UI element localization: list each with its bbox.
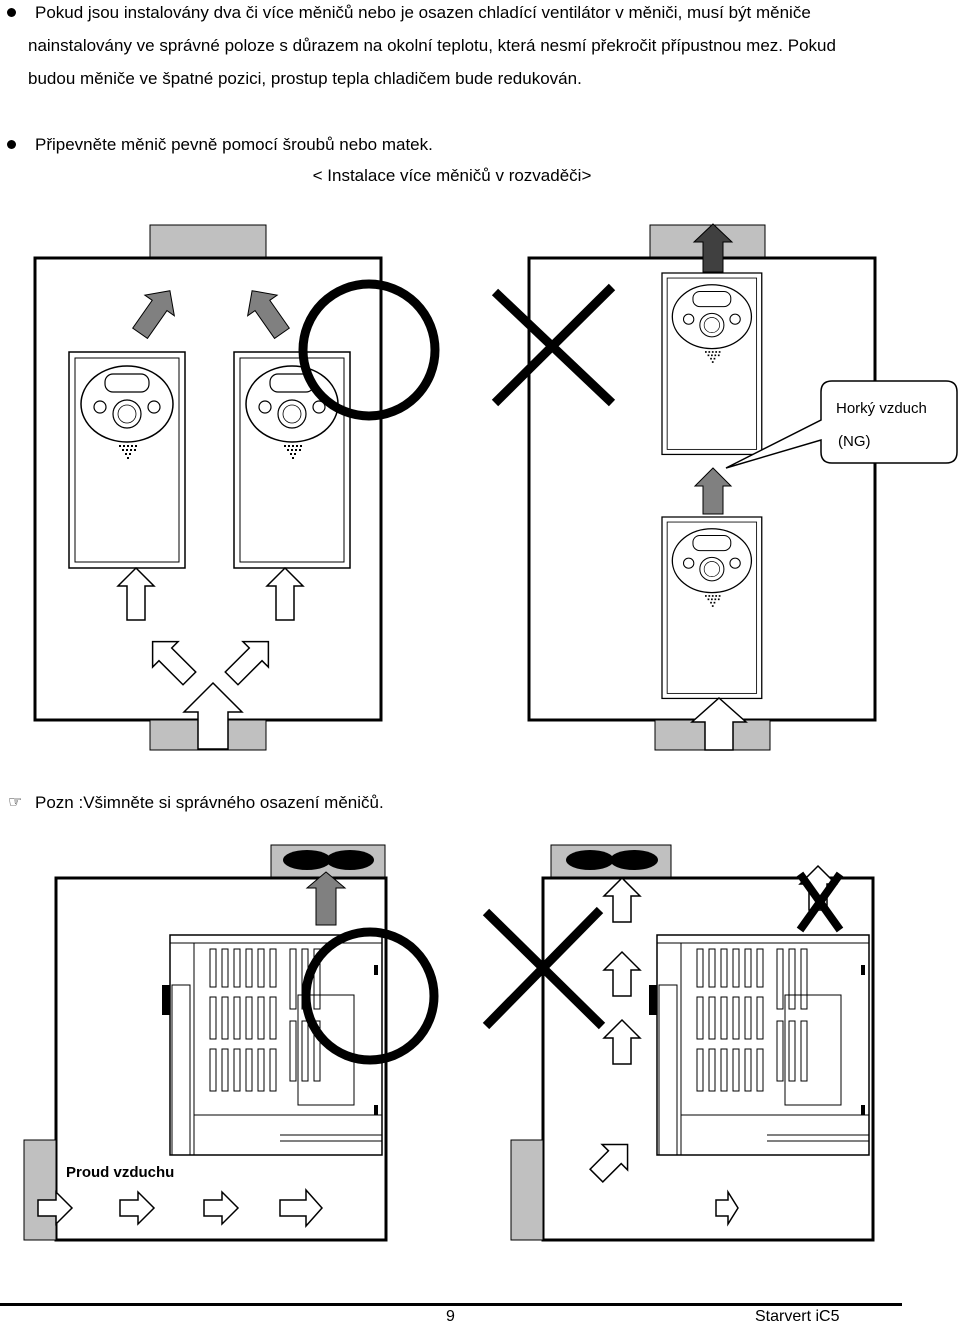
callout-text-line-2: (NG): [838, 433, 871, 450]
fan-icon: [566, 850, 614, 870]
inverter-right-lower: [661, 516, 763, 700]
airflow-label-box: [60, 1160, 180, 1182]
pointing-hand-icon: ☞: [8, 794, 23, 811]
note-text: Pozn :Všimněte si správného osazení měni…: [35, 793, 384, 812]
vent-side-left: [23, 1139, 57, 1241]
inverter-right-upper: [661, 272, 763, 456]
arrow-cool-air: [182, 681, 244, 750]
airflow-label: Proud vzduchu: [66, 1164, 174, 1181]
fan-icon: [326, 850, 374, 870]
paragraph-1-line-1: Pokud jsou instalovány dva či více měnič…: [35, 3, 811, 22]
arrow-hot-air-out: [305, 871, 347, 926]
arrow-hot-air-out: [692, 223, 734, 273]
page-number: 9: [446, 1308, 455, 1325]
paragraph-2: Připevněte měnič pevně pomocí šroubů neb…: [35, 135, 433, 154]
correct-mark-icon: [298, 279, 440, 421]
vent-top-left: [149, 224, 267, 259]
footer-rule: [0, 1303, 902, 1306]
callout-bubble: [725, 380, 958, 469]
figure-caption-top: < Instalace více měničů v rozvaděči>: [312, 166, 592, 185]
paragraph-1-line-2: nainstalovány ve správné poloze s důraze…: [28, 36, 836, 55]
bullet-icon: [7, 8, 16, 17]
arrow-hot-air: [693, 467, 733, 515]
correct-mark-icon: [301, 927, 439, 1065]
arrow-airflow: [715, 1189, 739, 1227]
product-name: Starvert iC5: [755, 1308, 840, 1325]
callout-text-line-1: Horký vzduch: [836, 400, 927, 417]
bottom-diagram: Proud vzduchu: [23, 844, 875, 1242]
arrow-cool-air: [690, 696, 748, 751]
arrow-airflow: [279, 1188, 324, 1228]
vent-side-right: [510, 1139, 544, 1241]
inverter-side-left: [161, 934, 383, 1156]
inverter-side-right: [648, 934, 870, 1156]
fan-icon: [283, 850, 331, 870]
inverter-left-2: [233, 351, 351, 569]
wrong-mark-icon: [482, 906, 604, 1030]
top-diagram: Horký vzduch (NG): [33, 223, 958, 751]
fan-icon: [610, 850, 658, 870]
bullet-icon: [7, 140, 16, 149]
wrong-mark-icon: [491, 283, 616, 407]
paragraph-1-line-3: budou měniče ve špatné pozici, prostup t…: [28, 69, 582, 88]
wrong-mark-icon: [796, 871, 844, 933]
inverter-left-1: [68, 351, 186, 569]
